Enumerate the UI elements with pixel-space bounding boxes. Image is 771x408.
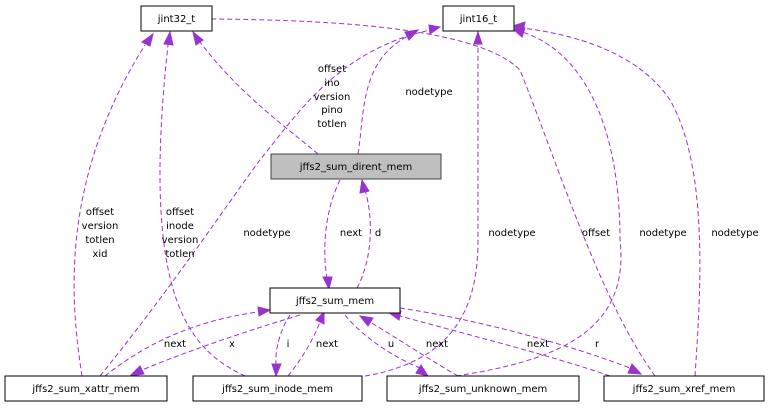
label-dirent-d: d (375, 228, 381, 239)
edge-xattr-next-summem (104, 306, 272, 377)
svg-text:version: version (82, 221, 119, 232)
label-unknown-next: next (426, 339, 448, 350)
edge-inode-to-jint32 (159, 30, 246, 377)
svg-text:version: version (162, 235, 199, 246)
edge-xattr-to-jint16 (99, 24, 442, 377)
svg-text:jint32_t: jint32_t (157, 14, 196, 25)
node-jint32[interactable]: jint32_t (140, 5, 213, 32)
label-dirent-jint16: nodetype (405, 87, 452, 98)
label-xattr-next: next (164, 339, 186, 350)
label-unknown-jint16: nodetype (639, 228, 686, 239)
svg-text:inode: inode (166, 221, 194, 232)
label-xref-jint16: nodetype (711, 228, 758, 239)
svg-text:totlen: totlen (85, 235, 114, 246)
svg-text:offset: offset (166, 207, 194, 218)
label-summem-r: r (595, 339, 600, 350)
edge-dirent-to-jint32 (192, 30, 319, 155)
svg-text:pino: pino (321, 105, 343, 116)
label-dirent-jint32: offset ino version pino totlen (314, 64, 351, 130)
svg-text:jffs2_sum_xattr_mem: jffs2_sum_xattr_mem (31, 384, 139, 395)
edge-summem-r-xref (399, 307, 643, 375)
svg-text:xid: xid (92, 249, 107, 260)
node-jffs2-sum-unknown-mem[interactable]: jffs2_sum_unknown_mem (386, 375, 580, 402)
edge-inode-next-summem (287, 310, 325, 377)
svg-text:offset: offset (86, 207, 114, 218)
svg-text:jffs2_sum_mem: jffs2_sum_mem (295, 296, 374, 307)
label-summem-next-dirent: next (340, 228, 362, 239)
edge-xref-to-jint32 (195, 13, 656, 377)
svg-text:totlen: totlen (165, 249, 194, 260)
label-summem-x: x (229, 339, 235, 350)
edge-xref-to-jint16 (511, 21, 701, 377)
edge-summem-next-dirent (322, 179, 341, 291)
svg-text:jffs2_sum_unknown_mem: jffs2_sum_unknown_mem (418, 384, 548, 395)
label-inode-next: next (316, 339, 338, 350)
edge-summem-x-xattr (128, 314, 301, 377)
node-jint16[interactable]: jint16_t (442, 5, 515, 32)
svg-text:jint16_t: jint16_t (459, 14, 498, 25)
node-jffs2-sum-dirent-mem[interactable]: jffs2_sum_dirent_mem (270, 153, 442, 180)
label-inode-jint16: nodetype (488, 228, 535, 239)
node-jffs2-sum-xattr-mem[interactable]: jffs2_sum_xattr_mem (4, 375, 168, 402)
edge-xattr-to-jint32 (73, 32, 154, 377)
label-inode-jint32: offset inode version totlen (162, 207, 199, 260)
svg-text:jffs2_sum_inode_mem: jffs2_sum_inode_mem (221, 384, 333, 395)
label-xattr-jint16: nodetype (243, 228, 290, 239)
label-summem-u: u (388, 339, 394, 350)
edge-unknown-next-summem (358, 315, 459, 377)
label-xattr-jint32: offset version totlen xid (82, 207, 119, 260)
edge-summem-u-unknown (344, 314, 430, 377)
label-summem-i: i (287, 339, 290, 350)
label-xref-jint32: offset (582, 228, 610, 239)
edge-summem-i-inode (271, 314, 291, 378)
label-xref-next: next (527, 339, 549, 350)
svg-text:offset: offset (318, 64, 346, 75)
svg-text:jffs2_sum_xref_mem: jffs2_sum_xref_mem (632, 384, 736, 395)
edge-inode-to-jint16 (364, 30, 483, 377)
node-jffs2-sum-inode-mem[interactable]: jffs2_sum_inode_mem (192, 375, 363, 402)
node-jffs2-sum-mem[interactable]: jffs2_sum_mem (269, 287, 401, 314)
svg-text:version: version (314, 92, 351, 103)
svg-text:ino: ino (324, 78, 339, 89)
svg-text:jffs2_sum_dirent_mem: jffs2_sum_dirent_mem (299, 162, 413, 173)
svg-text:totlen: totlen (317, 119, 346, 130)
node-jffs2-sum-xref-mem[interactable]: jffs2_sum_xref_mem (603, 375, 765, 402)
edge-dirent-d-summem (356, 178, 371, 289)
